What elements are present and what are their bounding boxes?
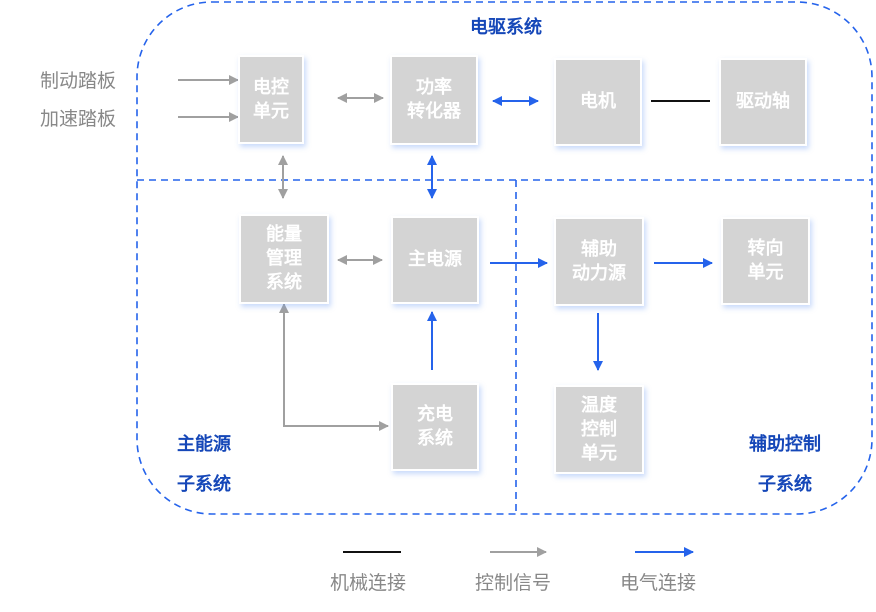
block-aux-power: 辅助 动力源	[554, 217, 644, 306]
energy-charging-link	[279, 303, 389, 431]
block-temp-control: 温度 控制 单元	[554, 385, 644, 474]
block-motor: 电机	[554, 58, 642, 146]
legend-mechanical-label: 机械连接	[330, 572, 407, 594]
block-power-converter: 功率 转化器	[390, 55, 478, 145]
legend-control-label: 控制信号	[475, 572, 552, 594]
subsystem-aux-control-label: 辅助控制 子系统	[749, 434, 821, 495]
accel-pedal-label: 加速踏板	[40, 108, 117, 130]
legend-electrical-label: 电气连接	[620, 572, 697, 594]
subsystem-main-energy-label: 主能源 子系统	[177, 434, 231, 495]
brake-pedal-label: 制动踏板	[40, 70, 117, 92]
outer-frame	[136, 1, 873, 515]
block-energy-mgmt: 能量 管理 系统	[239, 214, 329, 304]
block-charging: 充电 系统	[391, 383, 479, 471]
diagram-title: 电驱系统	[470, 17, 542, 38]
block-ecu: 电控 单元	[238, 55, 304, 144]
block-main-power: 主电源	[391, 216, 479, 304]
block-steering: 转向 单元	[721, 217, 810, 305]
block-drive-shaft: 驱动轴	[719, 58, 807, 146]
